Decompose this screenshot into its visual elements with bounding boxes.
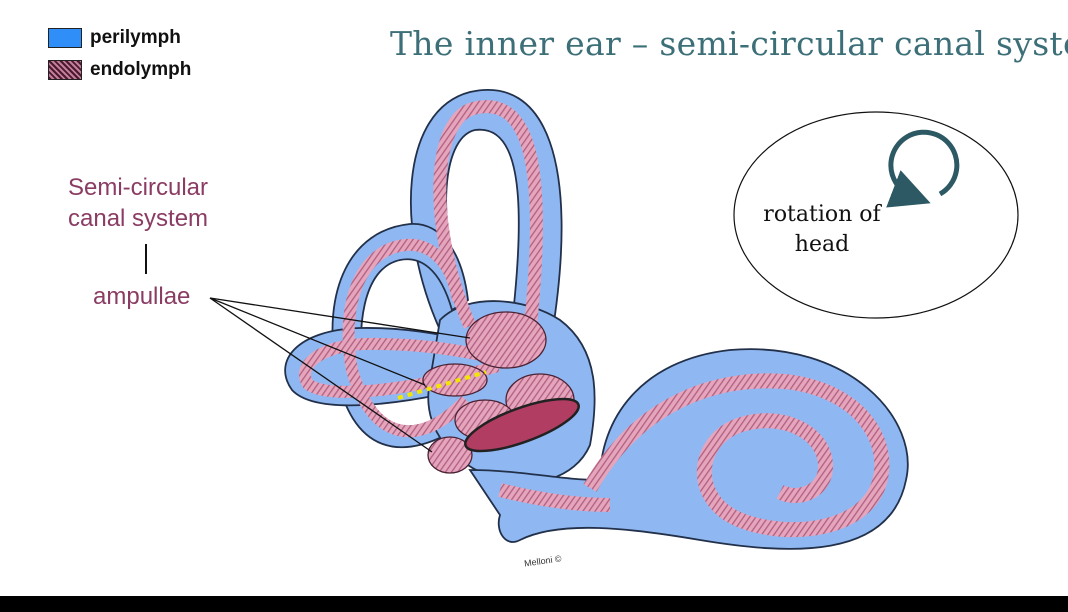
ampullae-pointers [209, 297, 471, 453]
legend-item-perilymph: perilymph [48, 22, 191, 54]
perilymph-swatch [48, 28, 82, 48]
legend: perilymph endolymph [48, 22, 191, 86]
legend-item-endolymph: endolymph [48, 54, 191, 86]
semi-circular-label-line1: Semi-circular [68, 174, 209, 201]
rotation-label-line2: head [794, 232, 850, 257]
ampullae-label: ampullae [93, 283, 191, 310]
bottom-bar [0, 596, 1068, 612]
rotation-arrow-icon [886, 129, 960, 208]
legend-label-perilymph: perilymph [90, 27, 181, 48]
semi-circular-label: Semi-circular canal system [68, 172, 208, 234]
connector-tick [145, 244, 147, 274]
rotation-panel [733, 111, 1019, 319]
semi-circular-label-line2: canal system [68, 205, 209, 232]
legend-label-endolymph: endolymph [90, 59, 192, 80]
rotation-label: rotation of head [752, 200, 892, 260]
oval-window [464, 397, 580, 453]
endolymph-canals [299, 100, 890, 538]
endolymph-swatch [48, 60, 82, 80]
page-title: The inner ear – semi-circular canal syst… [390, 24, 1068, 63]
rotation-label-line1: rotation of [763, 202, 881, 227]
